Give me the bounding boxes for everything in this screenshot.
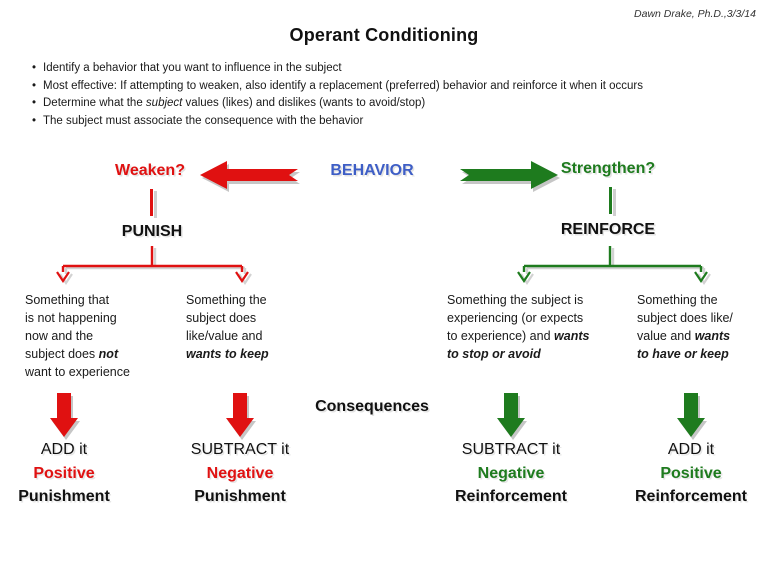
- behavior-weaken-left-arrow-icon: [200, 161, 298, 189]
- outcome-type: Punishment: [18, 488, 110, 505]
- outcome-type: Reinforcement: [634, 488, 748, 505]
- weaken-label: Weaken?: [115, 162, 185, 179]
- bullet-icon: •: [32, 97, 37, 109]
- red-down-arrow-icon: [226, 393, 254, 437]
- bullet-list: • Identify a behavior that you want to i…: [32, 60, 748, 130]
- bullet-item: • Most effective: If attempting to weake…: [32, 78, 748, 96]
- bullet-text: The subject must associate the consequen…: [43, 114, 364, 127]
- bullet-item: • The subject must associate the consequ…: [32, 113, 748, 131]
- bullet-item: • Identify a behavior that you want to i…: [32, 60, 748, 78]
- outcome-type: Reinforcement: [454, 488, 568, 505]
- outcome-action: ADD it: [40, 441, 88, 458]
- punish-branch-bracket: [56, 246, 249, 283]
- outcome-positive-punishment: ADD it Positive Punishment: [0, 438, 149, 509]
- bullet-text: Identify a behavior that you want to inf…: [43, 62, 342, 74]
- down-chevron-icon: [235, 271, 249, 283]
- branch-note-negative-punishment: Something the subject does like/value an…: [186, 293, 269, 361]
- bullet-text: Determine what the subject values (likes…: [43, 97, 426, 109]
- red-down-arrow-icon: [50, 393, 78, 437]
- behavior-strengthen-right-arrow-icon: [460, 161, 558, 189]
- outcome-action: SUBTRACT it: [190, 441, 290, 458]
- branch-note-negative-reinforcement: Something the subject is experiencing (o…: [447, 293, 590, 361]
- page-title: Operant Conditioning: [289, 25, 479, 45]
- outcome-type: Punishment: [194, 488, 286, 505]
- down-chevron-icon: [694, 271, 708, 283]
- bullet-text: Most effective: If attempting to weaken,…: [43, 79, 644, 92]
- outcome-positive-reinforcement: ADD it Positive Reinforcement: [606, 438, 768, 509]
- green-down-arrow-icon: [497, 393, 525, 437]
- reinforce-label: REINFORCE: [560, 221, 656, 238]
- outcome-valence: Positive: [660, 464, 722, 482]
- bullet-icon: •: [32, 79, 37, 92]
- outcome-action: SUBTRACT it: [461, 441, 561, 458]
- bullet-icon: •: [32, 62, 37, 74]
- outcome-negative-punishment: SUBTRACT it Negative Punishment: [155, 438, 325, 509]
- branch-note-positive-punishment: Something that is not happening now and …: [25, 293, 130, 379]
- bullet-item: • Determine what the subject values (lik…: [32, 95, 748, 113]
- strengthen-label: Strengthen?: [560, 160, 656, 177]
- weaken-punish-connector-line: [150, 189, 153, 216]
- outcome-valence: Negative: [206, 464, 274, 482]
- behavior-label: BEHAVIOR: [330, 162, 414, 179]
- outcome-negative-reinforcement: SUBTRACT it Negative Reinforcement: [426, 438, 596, 509]
- strengthen-reinforce-connector-line: [609, 187, 612, 214]
- outcome-valence: Negative: [477, 464, 545, 482]
- author-attribution: Dawn Drake, Ph.D.,3/3/14: [634, 8, 756, 20]
- punish-label: PUNISH: [121, 223, 183, 240]
- reinforce-branch-bracket: [517, 246, 708, 283]
- green-down-arrow-icon: [677, 393, 705, 437]
- bullet-icon: •: [32, 114, 37, 127]
- down-chevron-icon: [517, 271, 531, 283]
- outcome-valence: Positive: [33, 464, 95, 482]
- consequences-label: Consequences: [315, 398, 429, 415]
- outcome-action: ADD it: [667, 441, 715, 458]
- branch-note-positive-reinforcement: Something the subject does like/ value a…: [637, 293, 733, 361]
- down-chevron-icon: [56, 271, 70, 283]
